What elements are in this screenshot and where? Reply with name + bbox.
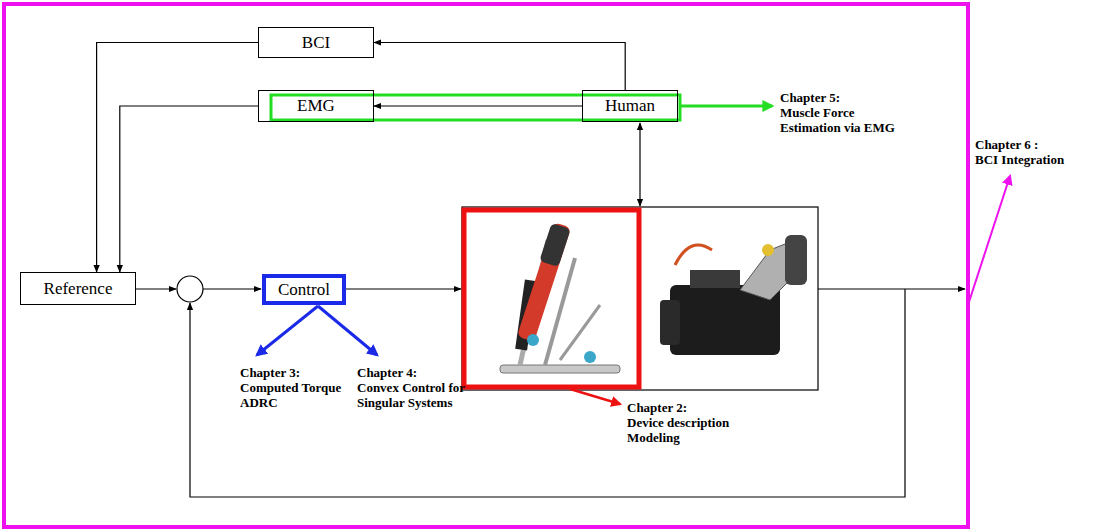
- summing-junction: [177, 276, 203, 302]
- cuff: [539, 223, 570, 267]
- human-box: Human: [582, 90, 678, 122]
- chapter-heading: Chapter 6 :: [975, 137, 1099, 152]
- signal-connector: [120, 106, 258, 272]
- chapter-title: Convex Control for Singular Systems: [357, 380, 477, 410]
- electronics: [690, 270, 740, 288]
- system-frame: [4, 4, 968, 527]
- chapter-title: Device description Modeling: [627, 415, 747, 445]
- chapter-heading: Chapter 3:: [240, 365, 350, 380]
- device-illustration: [660, 235, 807, 355]
- output-wire: [818, 288, 965, 289]
- interaction-wire: [639, 123, 640, 206]
- control-box: Control: [262, 274, 346, 305]
- chapter-title: BCI Integration: [975, 152, 1099, 167]
- signal-box: EMG: [258, 90, 374, 122]
- brace-pad: [785, 235, 807, 285]
- marker-ball: [584, 351, 596, 363]
- box-label: Control: [274, 280, 334, 300]
- foot-plate: [500, 365, 620, 373]
- chapter-title: Computed Torque ADRC: [240, 380, 350, 410]
- box-label: EMG: [293, 96, 339, 116]
- leg-strap: [517, 222, 571, 342]
- chapter-heading: Chapter 4:: [357, 365, 477, 380]
- device-box: [462, 207, 818, 390]
- box-label: Reference: [40, 279, 117, 299]
- device-highlight: [464, 210, 639, 387]
- chapter2-pointer: [570, 389, 620, 404]
- signal-wire: [203, 288, 261, 289]
- chapter3-pointer: [257, 306, 318, 355]
- chapter6-pointer: [968, 176, 1010, 305]
- frame-bar: [560, 305, 600, 360]
- cable: [675, 245, 712, 265]
- signal-wire: [136, 288, 176, 289]
- marker-ball: [527, 334, 539, 346]
- device-side: [660, 300, 680, 345]
- chapter5-pointer: [681, 105, 772, 108]
- signal-box: BCI: [258, 27, 374, 58]
- chapter-heading: Chapter 2:: [627, 400, 747, 415]
- reference-box: Reference: [20, 272, 136, 305]
- orthosis-illustration: [500, 222, 620, 373]
- chapter4-pointer: [318, 306, 377, 355]
- signal-connector: [97, 43, 258, 273]
- chapter-heading: Chapter 5:: [780, 90, 905, 105]
- motor: [762, 244, 774, 256]
- box-label: BCI: [298, 33, 334, 53]
- emg-highlight: [271, 95, 680, 120]
- signal-connector: [374, 105, 582, 106]
- box-label: Human: [601, 96, 659, 116]
- signal-wire: [346, 288, 461, 289]
- signal-connector: [374, 43, 625, 91]
- chapter-title: Muscle Force Estimation via EMG: [780, 105, 905, 135]
